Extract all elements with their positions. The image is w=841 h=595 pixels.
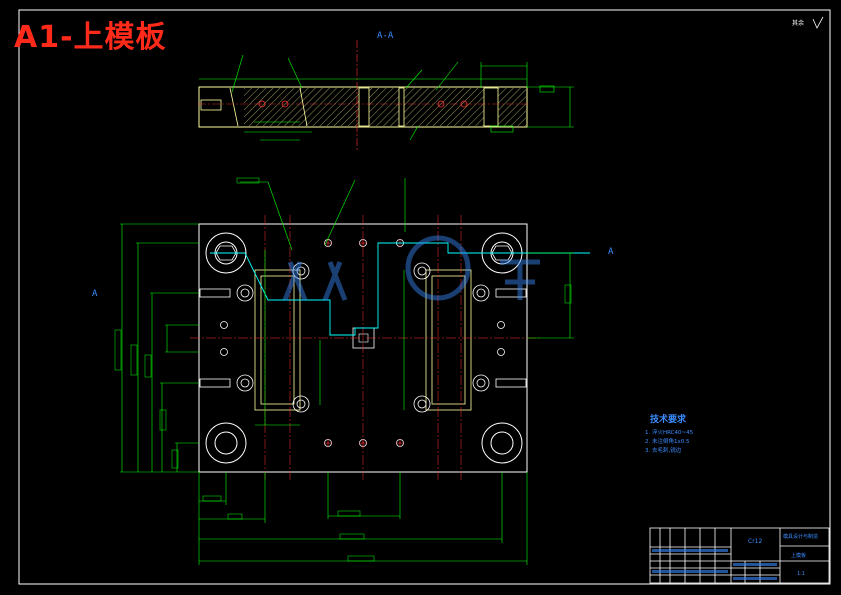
view-label-left: A — [92, 289, 98, 299]
title-block-scale: 1:1 — [797, 571, 806, 577]
section-view-a-a — [198, 40, 574, 150]
roughness-symbol-icon — [812, 16, 824, 29]
section-label: A-A — [377, 31, 394, 41]
title-block-school: 模具设计与制造 — [783, 534, 819, 540]
watermark-logo — [282, 235, 540, 301]
tech-requirement-item: 2. 未注倒角1x0.5 — [645, 439, 690, 445]
plan-view — [114, 177, 590, 565]
view-label-right: A — [608, 247, 614, 257]
tech-requirement-item: 1. 淬火HRC40~45 — [645, 430, 694, 436]
title-block-material: Cr12 — [748, 538, 763, 545]
tech-requirements-heading: 技术要求 — [650, 415, 687, 425]
surface-finish-note: 其余 — [792, 20, 805, 27]
drawing-title: A1-上模板 — [14, 20, 167, 55]
title-block — [649, 527, 830, 584]
tech-requirement-item: 3. 去毛刺,锐边 — [645, 448, 682, 454]
drawing-frame — [18, 9, 831, 585]
title-block-part-name: 上模板 — [791, 553, 807, 559]
